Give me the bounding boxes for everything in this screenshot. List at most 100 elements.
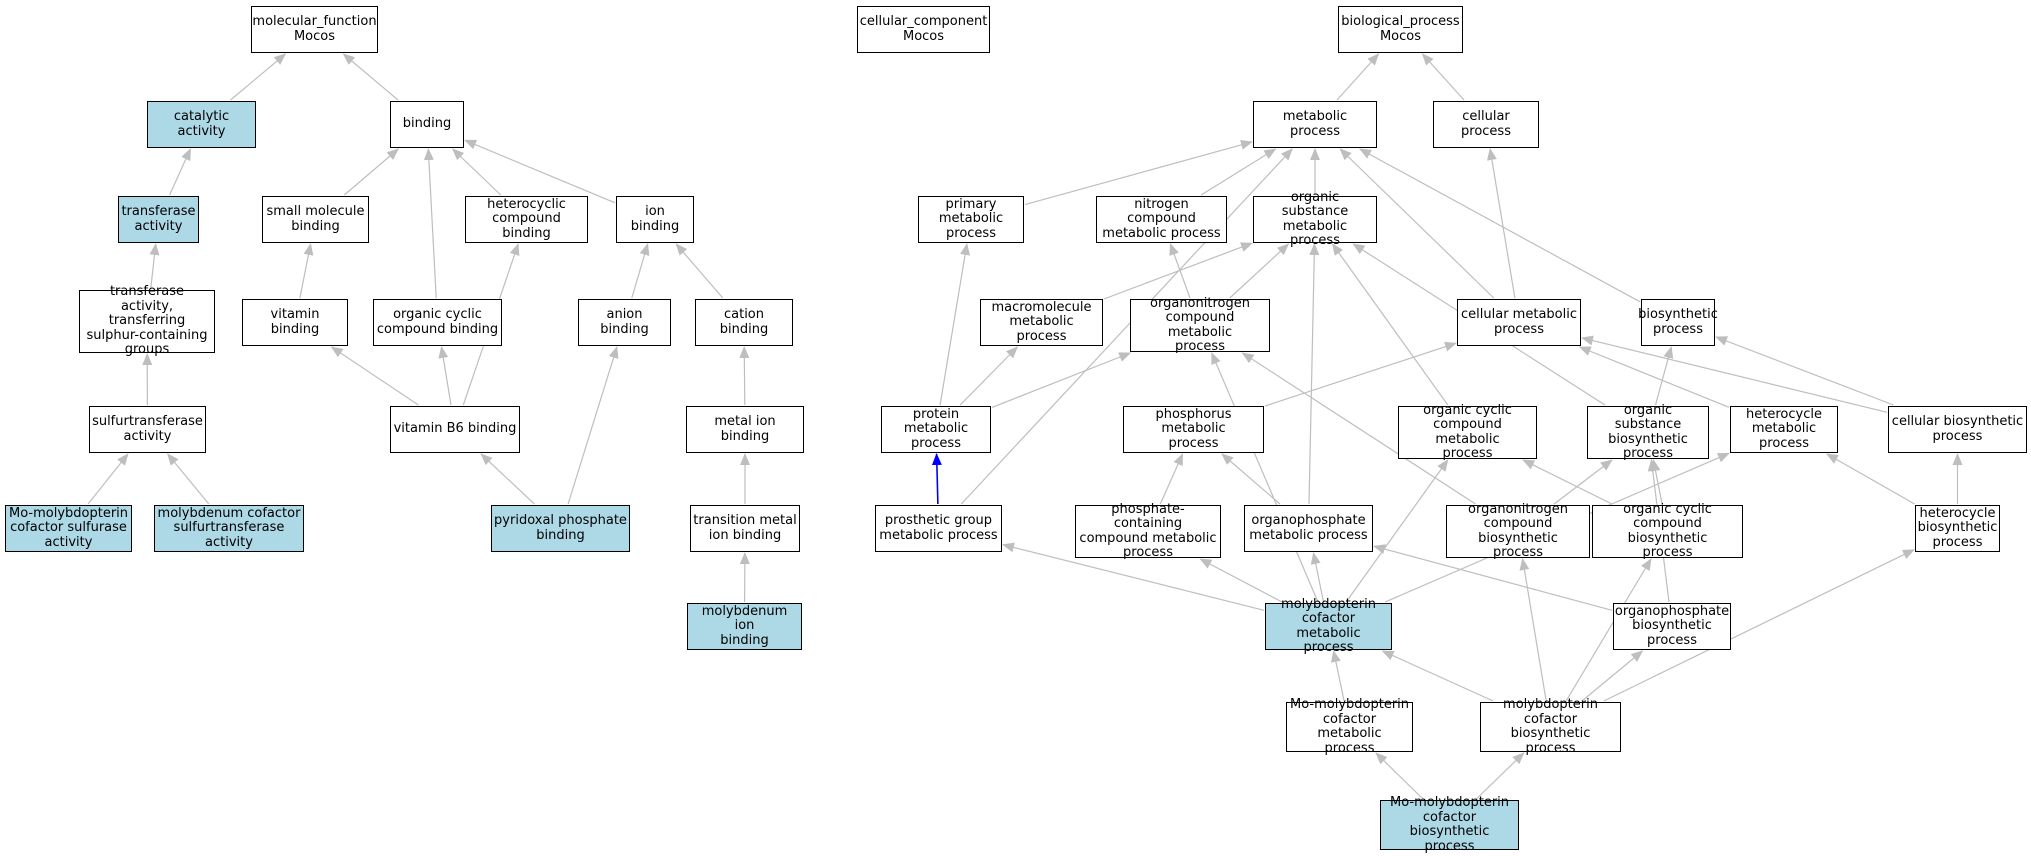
edge-protmp-to-oncmp	[991, 352, 1132, 408]
edge-mcbp-to-occbp	[1565, 558, 1652, 702]
edge-anb-to-ionb	[631, 243, 650, 299]
go-term-node-opmp[interactable]: organophosphate metabolic process	[1244, 505, 1373, 552]
go-term-node-vb6[interactable]: vitamin B6 binding	[390, 406, 520, 453]
edge-vb6-to-vitb	[330, 346, 419, 406]
go-term-node-tmib[interactable]: transition metal ion binding	[690, 505, 800, 552]
go-term-node-opbp[interactable]: organophosphate biosynthetic process	[1613, 603, 1731, 650]
edge-mcmp-to-opmp	[1310, 552, 1325, 603]
go-term-node-met[interactable]: metabolic process	[1253, 101, 1377, 148]
go-term-node-osbp[interactable]: organic substance biosynthetic process	[1587, 403, 1709, 461]
edge-pgmp-to-protmp	[931, 453, 942, 505]
edge-tsul-to-trans	[149, 243, 160, 290]
edge-occb-to-bind	[423, 148, 437, 299]
go-term-node-occb[interactable]: organic cyclic compound binding	[373, 299, 502, 346]
edge-vitb-to-smb	[299, 243, 314, 299]
edge-cellp-to-bp	[1421, 53, 1465, 101]
go-term-node-occmp[interactable]: organic cyclic compound metabolic proces…	[1398, 403, 1537, 461]
edge-mosulf-to-sulf	[87, 453, 129, 505]
go-term-node-cellp[interactable]: cellular process	[1433, 101, 1539, 148]
edge-plp-to-anb	[567, 346, 619, 505]
edge-oncbp-to-osbp	[1553, 459, 1613, 505]
go-term-node-pccmp[interactable]: phosphate-containing compound metabolic …	[1075, 502, 1221, 560]
go-term-node-cat[interactable]: catalytic activity	[147, 101, 256, 148]
go-term-node-ionb[interactable]: ion binding	[616, 196, 694, 243]
go-term-node-hmp[interactable]: heterocycle metabolic process	[1730, 406, 1838, 453]
edge-hbp-to-hmp	[1826, 453, 1915, 505]
edge-cmp-to-cellp	[1486, 148, 1516, 299]
go-term-node-mosulf[interactable]: Mo-molybdopterin cofactor sulfurase acti…	[5, 505, 132, 552]
go-term-node-occbp[interactable]: organic cyclic compound biosynthetic pro…	[1592, 502, 1743, 560]
edge-mcbp-to-opbp	[1581, 650, 1644, 702]
go-term-node-osmp[interactable]: organic substance metabolic process	[1253, 190, 1377, 248]
go-term-node-mib[interactable]: metal ion binding	[686, 406, 804, 453]
go-term-node-cmp[interactable]: cellular metabolic process	[1457, 299, 1581, 346]
edge-osbp-to-bsp	[1654, 346, 1674, 406]
edge-catb-to-ionb	[675, 243, 724, 299]
go-term-node-smb[interactable]: small molecule binding	[262, 196, 369, 243]
edge-protmp-to-pmp	[939, 243, 971, 406]
edge-mcmp-to-oncmp	[1211, 352, 1319, 603]
go-term-node-catb[interactable]: cation binding	[695, 299, 793, 346]
edge-pccmp-to-phmp	[1159, 453, 1184, 505]
go-term-node-vitb[interactable]: vitamin binding	[242, 299, 348, 346]
edge-pmp-to-met	[1024, 140, 1253, 206]
go-term-node-ncmp[interactable]: nitrogen compound metabolic process	[1096, 196, 1227, 243]
edge-mcbp-to-mcmp	[1381, 650, 1494, 702]
go-term-node-oncmp[interactable]: organonitrogen compound metabolic proces…	[1130, 296, 1270, 354]
edge-momcbp-to-momcmp	[1375, 752, 1424, 800]
go-term-node-bsp[interactable]: biosynthetic process	[1638, 299, 1718, 346]
edge-ionb-to-bind	[464, 139, 616, 204]
go-term-node-pgmp[interactable]: prosthetic group metabolic process	[875, 505, 1002, 552]
go-term-node-hcb[interactable]: heterocyclic compound binding	[465, 196, 588, 243]
edge-mmp-to-osmp	[1103, 242, 1253, 300]
edge-mcbp-to-hbp	[1603, 549, 1915, 702]
edge-momcmp-to-mcmp	[1330, 650, 1345, 702]
go-term-node-plp[interactable]: pyridoxal phosphate binding	[491, 505, 630, 552]
edge-mcmp-to-pccmp	[1199, 558, 1283, 603]
go-term-node-cc[interactable]: cellular_component Mocos	[857, 6, 990, 53]
edge-occbp-to-occmp	[1522, 459, 1613, 505]
edge-bind-to-mf	[342, 53, 399, 101]
edge-mcmp-to-occmp	[1345, 459, 1449, 603]
go-term-node-moib[interactable]: molybdenum ion binding	[687, 603, 802, 650]
go-term-node-bind[interactable]: binding	[390, 101, 464, 148]
edge-vb6-to-occb	[438, 346, 452, 406]
go-term-node-trans[interactable]: transferase activity	[118, 196, 199, 243]
go-term-node-protmp[interactable]: protein metabolic process	[881, 406, 991, 453]
edge-mib-to-catb	[739, 346, 750, 406]
go-term-node-mcmp[interactable]: molybdopterin cofactor metabolic process	[1265, 597, 1392, 655]
go-term-node-sulf[interactable]: sulfurtransferase activity	[89, 406, 206, 453]
go-term-node-mmp[interactable]: macromolecule metabolic process	[980, 299, 1103, 346]
edge-cat-to-mf	[230, 53, 287, 101]
go-term-node-mf[interactable]: molecular_function Mocos	[251, 6, 378, 53]
go-term-node-hbp[interactable]: heterocycle biosynthetic process	[1915, 505, 2000, 552]
edge-protmp-to-mmp	[959, 346, 1019, 406]
go-term-node-bp[interactable]: biological_process Mocos	[1338, 6, 1463, 53]
edge-oncmp-to-ncmp	[1169, 243, 1191, 299]
go-term-node-momcbp[interactable]: Mo-molybdopterin cofactor biosynthetic p…	[1380, 795, 1519, 853]
edge-momcbp-to-mcbp	[1475, 752, 1525, 800]
edge-cbp-to-cmp	[1581, 335, 1888, 413]
edge-trans-to-cat	[169, 148, 191, 196]
go-term-node-oncbp[interactable]: organonitrogen compound biosynthetic pro…	[1446, 502, 1590, 560]
edge-ncmp-to-met	[1200, 148, 1277, 196]
edge-met-to-bp	[1336, 53, 1380, 101]
edge-bsp-to-met	[1359, 148, 1641, 303]
go-term-node-anb[interactable]: anion binding	[578, 299, 671, 346]
edge-cmp-to-met	[1339, 148, 1495, 299]
go-term-node-pmp[interactable]: primary metabolic process	[918, 196, 1024, 243]
edge-pgmp-to-met	[960, 148, 1293, 505]
go-term-node-momcmp[interactable]: Mo-molybdopterin cofactor metabolic proc…	[1286, 697, 1413, 755]
edge-cbp-to-bsp	[1715, 336, 1894, 406]
go-term-node-mcbp[interactable]: molybdopterin cofactor biosynthetic proc…	[1480, 697, 1621, 755]
go-term-node-phmp[interactable]: phosphorus metabolic process	[1123, 406, 1264, 453]
edge-opmp-to-phmp	[1221, 453, 1281, 505]
edge-occmp-to-osmp	[1331, 243, 1449, 406]
go-term-node-mocsulf[interactable]: molybdenum cofactor sulfurtransferase ac…	[154, 505, 304, 552]
edge-hcb-to-bind	[451, 148, 502, 196]
go-term-node-cbp[interactable]: cellular biosynthetic process	[1888, 406, 2027, 453]
edge-smb-to-bind	[343, 148, 399, 196]
go-term-node-tsul[interactable]: transferase activity, transferring sulph…	[79, 285, 215, 357]
